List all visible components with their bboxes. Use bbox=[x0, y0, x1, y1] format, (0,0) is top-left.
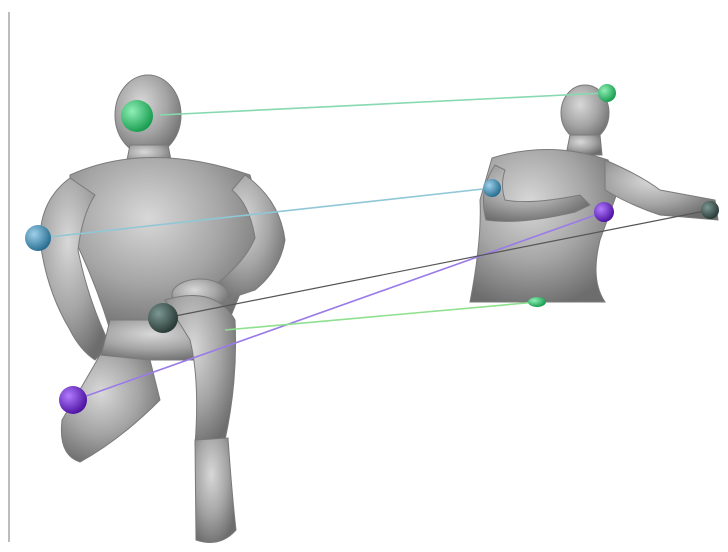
right-head-marker bbox=[598, 84, 616, 102]
left-knee-marker bbox=[148, 303, 178, 333]
foot-connector-line bbox=[225, 302, 537, 330]
right-base-marker bbox=[528, 297, 546, 307]
left-hand-marker bbox=[59, 386, 87, 414]
right-shoulder-marker bbox=[483, 179, 501, 197]
left-head-marker bbox=[121, 100, 153, 132]
right-fist-marker bbox=[701, 201, 719, 219]
left-figure-right-shin bbox=[195, 438, 236, 542]
right-figure-extended-arm bbox=[605, 160, 718, 220]
left-shoulder-marker bbox=[25, 225, 51, 251]
right-figure bbox=[470, 85, 718, 302]
right-hand-marker bbox=[594, 202, 614, 222]
head-connector-line bbox=[160, 93, 605, 115]
